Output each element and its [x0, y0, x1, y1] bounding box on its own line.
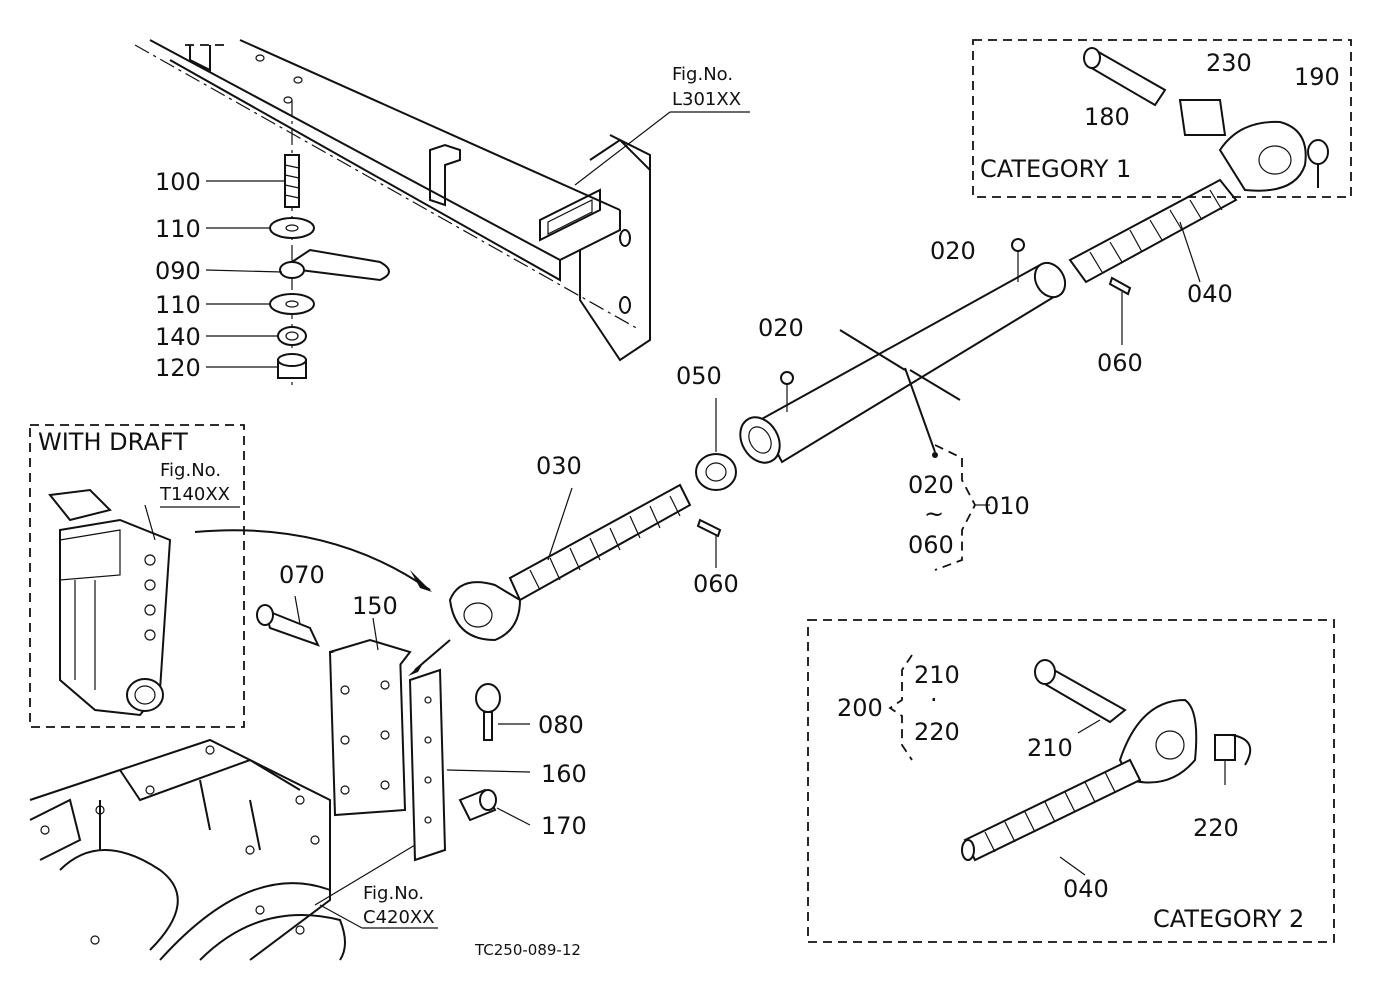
- part-label-220: 220: [914, 718, 960, 746]
- part-label-040: 040: [1187, 280, 1233, 308]
- with-draft-title: WITH DRAFT: [38, 428, 188, 456]
- part-label-010: 010: [984, 492, 1030, 520]
- figure-references: Fig.No. L301XX Fig.No. T140XX Fig.No. C4…: [159, 64, 741, 928]
- box-titles: WITH DRAFT CATEGORY 1 CATEGORY 2: [38, 155, 1304, 933]
- range-label-to: 060: [908, 531, 954, 559]
- draft-arrow: [194, 529, 451, 676]
- part-label-040: 040: [1063, 875, 1109, 903]
- part-label-220: 220: [1193, 814, 1239, 842]
- part-label-070: 070: [279, 561, 325, 589]
- category-2-title: CATEGORY 2: [1153, 905, 1304, 933]
- part-label-170: 170: [541, 812, 587, 840]
- part-label-180: 180: [1084, 103, 1130, 131]
- category-2-box: [807, 619, 1335, 943]
- range-bracket-200: [888, 654, 913, 761]
- part-label-140: 140: [155, 323, 201, 351]
- fig-t140-code: T140XX: [159, 484, 230, 505]
- fig-t140-label: Fig.No.: [160, 460, 221, 481]
- frame-drawing: [134, 39, 651, 362]
- cat2-parts: [961, 659, 1252, 876]
- part-label-030: 030: [536, 452, 582, 480]
- part-label-150: 150: [352, 592, 398, 620]
- stud-assembly: [269, 100, 390, 390]
- part-label-160: 160: [541, 760, 587, 788]
- fig-l301-code: L301XX: [672, 89, 741, 110]
- range-label-from: 020: [908, 471, 954, 499]
- category-1-box: [972, 39, 1352, 198]
- draft-parts: [48, 488, 172, 717]
- part-label-090: 090: [155, 257, 201, 285]
- category-1-title: CATEGORY 1: [980, 155, 1131, 183]
- rod-end-030: [448, 483, 722, 642]
- part-label-190: 190: [1294, 63, 1340, 91]
- range-dot: ·: [930, 686, 938, 714]
- fig-l301-label: Fig.No.: [672, 64, 733, 85]
- pin-070: [256, 595, 320, 647]
- range-label-tilde: ~: [924, 500, 944, 528]
- part-label-100: 100: [155, 168, 201, 196]
- fig-c420-code: C420XX: [363, 907, 435, 928]
- part-label-230: 230: [1206, 49, 1252, 77]
- part-label-050: 050: [676, 362, 722, 390]
- part-label-110: 110: [155, 215, 201, 243]
- part-label-210: 210: [914, 661, 960, 689]
- part-label-120: 120: [155, 354, 201, 382]
- fig-c420-label: Fig.No.: [363, 883, 424, 904]
- part-label-020: 020: [758, 314, 804, 342]
- plate-160: [408, 668, 531, 862]
- bolt-170: [458, 788, 531, 826]
- nut-050: [695, 398, 737, 491]
- part-label-060: 060: [1097, 349, 1143, 377]
- part-label-080: 080: [538, 711, 584, 739]
- part-label-060: 060: [693, 570, 739, 598]
- part-label-020: 020: [930, 237, 976, 265]
- drawing-code: TC250-089-12: [474, 941, 581, 959]
- pin-080: [475, 683, 530, 741]
- top-link-body: [739, 238, 1067, 464]
- stud-leaders: [205, 180, 285, 368]
- part-labels: 100 110 090 110 140 120 030 050 020 020 …: [155, 49, 1340, 903]
- part-label-210: 210: [1027, 734, 1073, 762]
- rod-end-040-top: [1068, 47, 1329, 345]
- bracket-150: [328, 617, 412, 817]
- part-label-200: 200: [837, 694, 883, 722]
- part-label-110: 110: [155, 291, 201, 319]
- with-draft-box: [29, 424, 245, 728]
- housing-drawing: [29, 738, 416, 961]
